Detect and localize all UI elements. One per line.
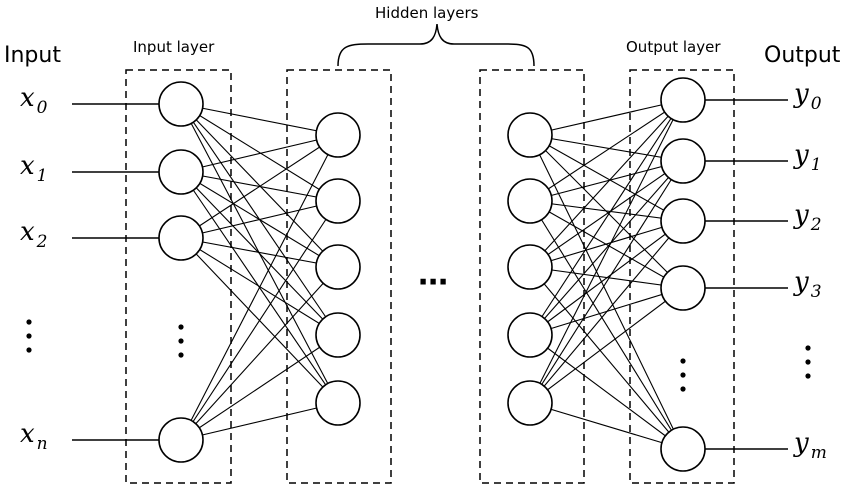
- output-node: [660, 265, 706, 311]
- input-layer-vertical-ellipsis: [178, 324, 184, 358]
- input-to-hidden-edge: [180, 134, 339, 441]
- hidden2-node: [507, 312, 553, 358]
- input-to-hidden-edge: [180, 134, 339, 173]
- input-to-hidden-edge: [180, 237, 339, 268]
- io-lines: [72, 99, 788, 450]
- nodes: [158, 77, 706, 472]
- input-title: Input: [4, 43, 61, 68]
- hidden-to-output-edge: [529, 220, 684, 268]
- hidden-to-output-edge: [529, 220, 684, 404]
- input-node: [158, 81, 204, 127]
- output-title: Output: [764, 43, 841, 68]
- hidden-layer-box-first: [286, 69, 392, 484]
- hidden-to-output-edge: [529, 99, 684, 136]
- output-node: [660, 77, 706, 123]
- hidden1-node: [315, 112, 361, 158]
- hidden-to-output-edge: [529, 134, 684, 222]
- hidden-to-output-edge: [529, 99, 684, 336]
- hidden-layer-box-last: [479, 69, 585, 484]
- hidden-to-output-edge: [529, 160, 684, 202]
- hidden-to-output-edge: [529, 160, 684, 268]
- input-vertical-ellipsis: [26, 319, 32, 353]
- connections: [180, 99, 684, 450]
- input-node: [158, 149, 204, 195]
- input-to-hidden-edge: [180, 334, 339, 441]
- input-layer-label: Input layer: [133, 38, 215, 56]
- hidden-to-output-edge: [529, 134, 684, 162]
- hidden1-node: [315, 178, 361, 224]
- output-layer-label: Output layer: [626, 38, 721, 56]
- hidden-layers-brace: [337, 23, 535, 67]
- output-layer-vertical-ellipsis: [680, 358, 686, 392]
- input-layer-box: [125, 69, 232, 484]
- hidden-to-output-edge: [529, 200, 684, 222]
- input-to-hidden-edge: [180, 200, 339, 441]
- hidden-to-output-edge: [529, 99, 684, 268]
- hidden-to-output-edge: [529, 200, 684, 450]
- output-node: [660, 198, 706, 244]
- input-node: [158, 417, 204, 463]
- input-to-hidden-edge: [180, 103, 339, 136]
- hidden-to-output-edge: [529, 99, 684, 404]
- hidden2-node: [507, 112, 553, 158]
- output-node: [660, 138, 706, 184]
- input-to-hidden-edge: [180, 266, 339, 441]
- hidden2-node: [507, 244, 553, 290]
- input-to-hidden-edge: [180, 134, 339, 239]
- input-to-hidden-edge: [180, 171, 339, 336]
- input-node: [158, 215, 204, 261]
- hidden1-node: [315, 312, 361, 358]
- hidden1-node: [315, 244, 361, 290]
- hidden-to-output-edge: [529, 160, 684, 404]
- hidden-to-output-edge: [529, 334, 684, 450]
- output-vertical-ellipsis: [805, 345, 811, 379]
- hidden2-node: [507, 380, 553, 426]
- hidden-to-output-edge: [529, 266, 684, 450]
- output-node: [660, 426, 706, 472]
- hidden-to-output-edge: [529, 134, 684, 450]
- hidden-to-output-edge: [529, 287, 684, 404]
- hidden-to-output-edge: [529, 402, 684, 450]
- hidden-to-output-edge: [529, 99, 684, 202]
- hidden-ellipsis: ⋯: [418, 265, 448, 300]
- output-layer-box: [629, 69, 735, 484]
- hidden2-node: [507, 178, 553, 224]
- hidden1-node: [315, 380, 361, 426]
- hidden-to-output-edge: [529, 220, 684, 336]
- input-to-hidden-edge: [180, 402, 339, 441]
- hidden-layers-label: Hidden layers: [375, 4, 479, 22]
- hidden-to-output-edge: [529, 160, 684, 336]
- input-to-hidden-edge: [180, 200, 339, 239]
